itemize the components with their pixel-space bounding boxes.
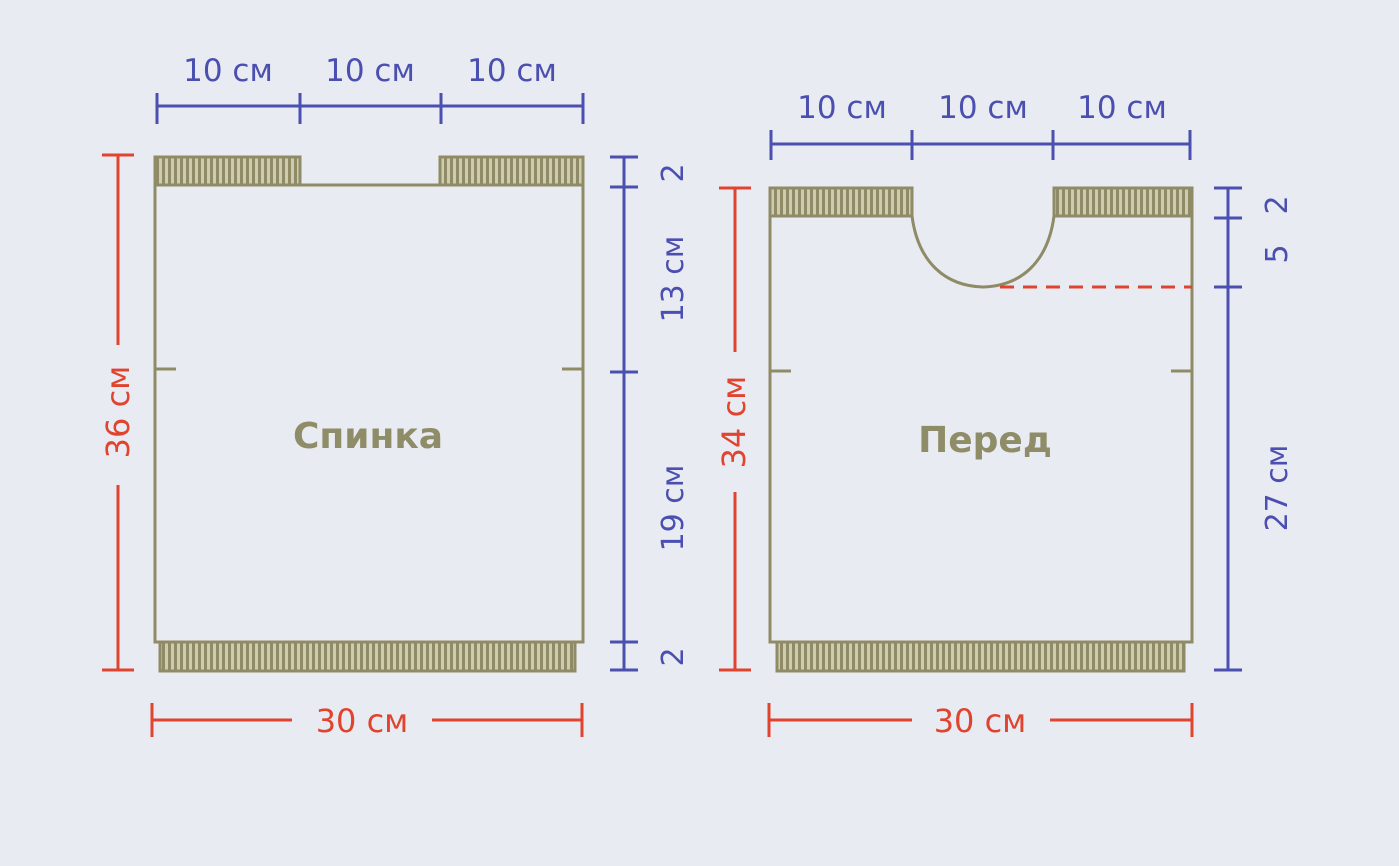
back-top-segment-2: 10 см xyxy=(325,53,415,89)
front-right-lower-label: 27 см xyxy=(1260,445,1295,532)
front-right-dimension xyxy=(1214,186,1242,672)
back-right-bottom-label: 2 xyxy=(656,647,691,666)
back-right-lower-label: 19 см xyxy=(656,465,691,552)
front-neckline xyxy=(910,215,1056,289)
back-shoulder-rib-right xyxy=(438,155,585,187)
back-width-dimension xyxy=(150,703,584,737)
front-width-label: 30 см xyxy=(934,702,1027,740)
front-shoulder-rib-right xyxy=(1052,186,1194,218)
front-top-segment-1: 10 см xyxy=(797,90,887,126)
back-height-label: 36 см xyxy=(99,366,137,459)
front-top-segment-3: 10 см xyxy=(1077,90,1167,126)
back-top-segment-3: 10 см xyxy=(467,53,557,89)
front-right-neck-label: 5 xyxy=(1260,244,1295,263)
front-shoulder-rib-left xyxy=(768,186,914,218)
back-right-dimension xyxy=(610,155,638,672)
back-body-outline xyxy=(153,183,585,644)
front-body-outline xyxy=(768,216,1194,644)
front-height-label: 34 см xyxy=(715,376,753,469)
back-right-upper-label: 13 см xyxy=(656,236,691,323)
back-piece: Спинка 10 см 10 см 10 см 36 см 30 см xyxy=(99,53,691,740)
back-width-label: 30 см xyxy=(316,702,409,740)
back-piece-label: Спинка xyxy=(293,416,443,457)
front-top-dimension xyxy=(769,130,1192,160)
front-top-segment-2: 10 см xyxy=(938,90,1028,126)
back-top-segment-1: 10 см xyxy=(183,53,273,89)
front-width-dimension xyxy=(767,703,1194,737)
front-piece-label: Перед xyxy=(918,420,1052,461)
front-piece: Перед 10 см 10 см 10 см 34 см 30 см xyxy=(715,90,1295,740)
back-right-top-label: 2 xyxy=(656,163,691,182)
front-hem-rib xyxy=(775,640,1186,673)
back-height-dimension xyxy=(102,153,134,672)
front-right-top-label: 2 xyxy=(1260,195,1295,214)
front-height-dimension xyxy=(719,186,751,672)
back-shoulder-rib-left xyxy=(153,155,302,187)
back-top-dimension xyxy=(155,93,585,124)
back-hem-rib xyxy=(158,640,577,673)
